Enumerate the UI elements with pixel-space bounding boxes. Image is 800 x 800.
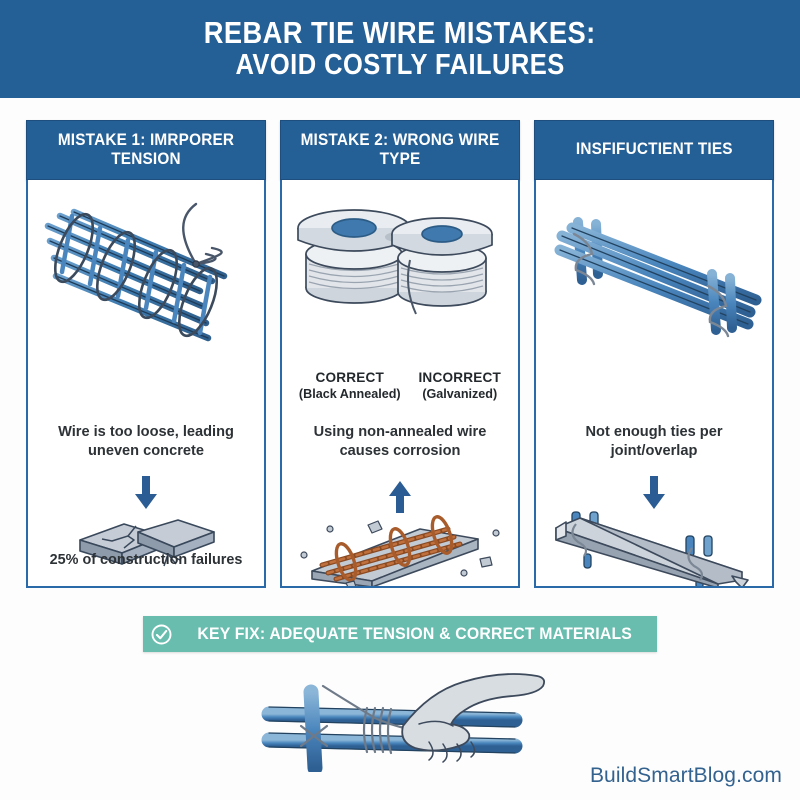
- check-circle-icon: [151, 624, 172, 645]
- page-header: REBAR TIE WIRE MISTAKES: AVOID COSTLY FA…: [0, 0, 800, 98]
- concrete-beam-illustration: [536, 510, 772, 586]
- page-title-line-1: REBAR TIE WIRE MISTAKES:: [204, 15, 596, 51]
- column-1-heading-text: MISTAKE 1: IMRPORER TENSION: [57, 130, 235, 168]
- column-2-body: CORRECT (Black Annealed) INCORRECT (Galv…: [280, 180, 520, 588]
- column-1-header: MISTAKE 1: IMRPORER TENSION: [26, 120, 266, 180]
- column-mistake-1: MISTAKE 1: IMRPORER TENSION: [26, 120, 266, 590]
- cracked-concrete-illustration: [28, 510, 264, 572]
- rusted-rebar-illustration: [282, 515, 518, 586]
- column-3-caption: Not enough ties per joint/overlap: [585, 424, 723, 459]
- column-3-body: Not enough ties per joint/overlap: [534, 180, 774, 588]
- column-3-heading-text: INSFIFUCTIENT TIES: [575, 140, 733, 159]
- column-2-up-arrow-icon: [387, 480, 413, 519]
- column-mistake-3: INSFIFUCTIENT TIES: [534, 120, 774, 590]
- spool-label-incorrect: INCORRECT (Galvanized): [418, 370, 501, 403]
- column-2-heading-text: MISTAKE 2: WRONG WIRE TYPE: [300, 130, 500, 168]
- column-1-bottom-caption: 25% of construction failures: [49, 552, 243, 568]
- rebar-cage-illustration: [28, 186, 264, 356]
- column-3-down-arrow-icon: [641, 476, 667, 515]
- rebar-bundle-illustration: [536, 200, 772, 340]
- column-1-caption: Wire is too loose, leading uneven concre…: [58, 424, 234, 459]
- column-2-spool-labels: CORRECT (Black Annealed) INCORRECT (Galv…: [290, 370, 510, 403]
- key-fix-text: KEY FIX: ADEQUATE TENSION & CORRECT MATE…: [197, 624, 633, 643]
- hand-tying-rebar-illustration: [243, 662, 563, 776]
- column-mistake-2: MISTAKE 2: WRONG WIRE TYPE: [280, 120, 520, 590]
- spool-label-correct: CORRECT (Black Annealed): [299, 370, 401, 403]
- mistakes-columns: MISTAKE 1: IMRPORER TENSION: [0, 120, 800, 595]
- key-fix-banner[interactable]: KEY FIX: ADEQUATE TENSION & CORRECT MATE…: [143, 616, 657, 652]
- page-title-line-2: AVOID COSTLY FAILURES: [235, 49, 565, 82]
- column-2-header: MISTAKE 2: WRONG WIRE TYPE: [280, 120, 520, 180]
- spool-label-incorrect-title: INCORRECT: [418, 370, 502, 385]
- wire-spools-illustration: [282, 192, 518, 322]
- spool-label-correct-title: CORRECT: [315, 370, 385, 385]
- footer-url[interactable]: BuildSmartBlog.com: [589, 764, 782, 787]
- spool-label-incorrect-subtitle: (Galvanized): [422, 386, 498, 401]
- column-3-header: INSFIFUCTIENT TIES: [534, 120, 774, 180]
- column-1-down-arrow-icon: [133, 476, 159, 515]
- spool-label-correct-subtitle: (Black Annealed): [298, 386, 401, 401]
- column-1-body: Wire is too loose, leading uneven concre…: [26, 180, 266, 588]
- column-2-caption: Using non-annealed wire causes corrosion: [313, 424, 487, 459]
